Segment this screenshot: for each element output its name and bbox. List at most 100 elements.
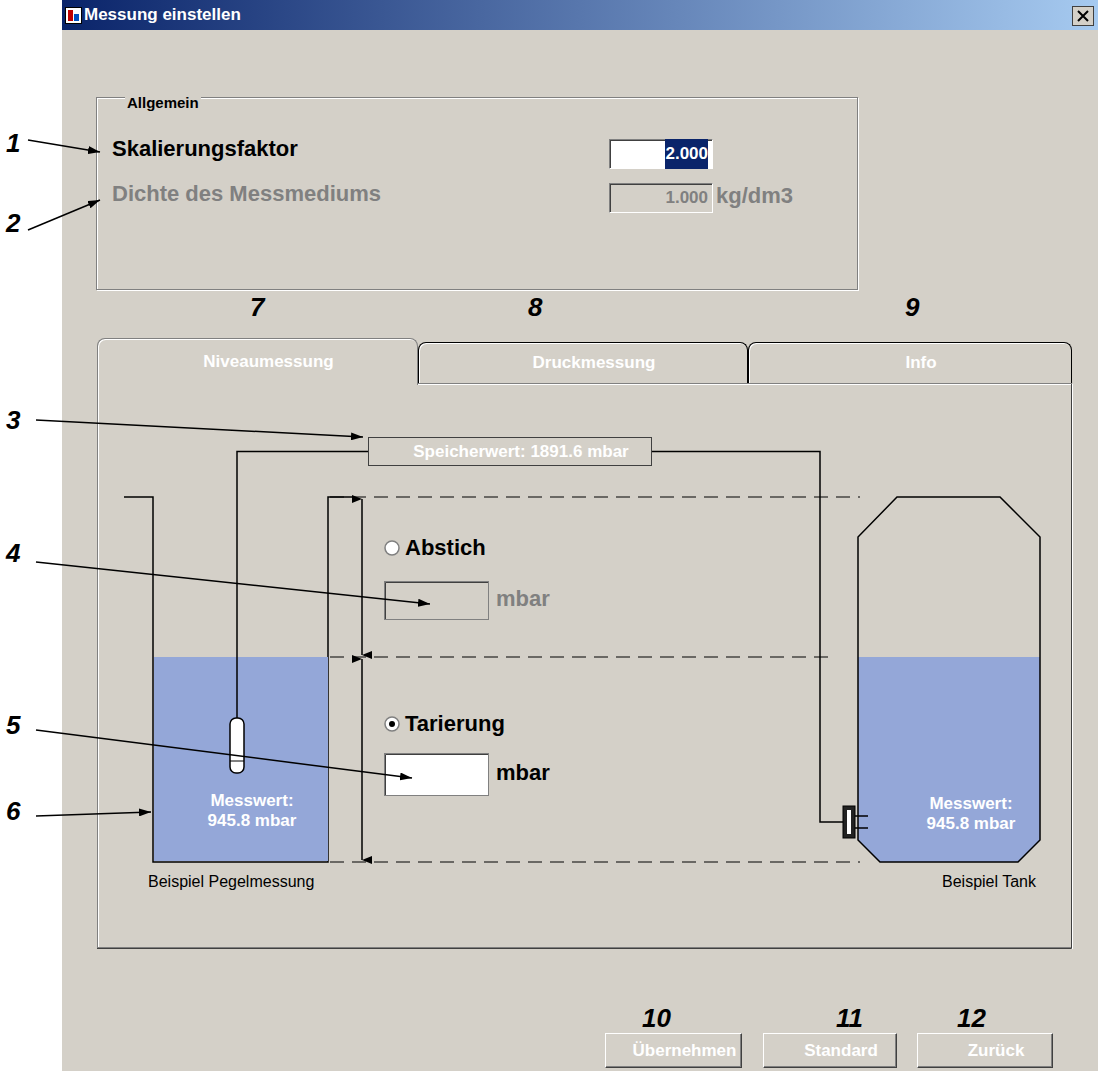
- node-text: Speicherwert: 1891.6 mbar: [413, 437, 628, 467]
- leader-line: [36, 562, 430, 604]
- tab-panel: [99, 385, 1073, 949]
- label-slot: 2: [6, 208, 20, 239]
- callout-number: 12: [957, 1003, 986, 1033]
- label-slot: Skalierungsfaktor: [112, 136, 298, 162]
- callout-number: 10: [642, 1003, 671, 1033]
- node-text: Übernehmen: [633, 1036, 737, 1066]
- node-text: Niveaumessung: [203, 347, 333, 377]
- node-text: Druckmessung: [533, 348, 656, 378]
- close-button: [1073, 7, 1094, 26]
- callout-number: 5: [6, 710, 20, 740]
- node-text: Messwert: 945.8 mbar: [921, 794, 1021, 834]
- sensor-cable: [838, 821, 843, 823]
- sensor-cable: [652, 452, 838, 823]
- probe-ring: [230, 761, 244, 762]
- node-text: Info: [905, 348, 936, 378]
- title-bar: [62, 0, 1098, 30]
- tank-vessel: Messwert: 945.8 mbar: [838, 497, 1042, 864]
- leader-line: [28, 140, 100, 152]
- radio-dot: [389, 721, 395, 727]
- label-slot: 8: [528, 292, 542, 323]
- probe-body: [230, 718, 244, 773]
- label-slot: 5: [6, 710, 20, 741]
- tab: Druckmessung: [418, 342, 748, 383]
- label-slot: 9: [905, 292, 919, 323]
- label-slot: 11: [836, 1003, 863, 1034]
- sensor-nozzle: [855, 816, 868, 828]
- dimension-arrow: [361, 659, 363, 860]
- label-slot: 12: [957, 1003, 986, 1034]
- label-slot: 10: [642, 1003, 671, 1034]
- label-slot: 4: [6, 538, 20, 569]
- radio-label: Tarierung: [405, 711, 505, 736]
- callout-number: 7: [250, 292, 264, 322]
- level-dash: [330, 497, 860, 862]
- node-text: Messwert: 945.8 mbar: [202, 791, 302, 831]
- callout-number: 4: [6, 538, 20, 568]
- unit-label: mbar: [496, 586, 550, 611]
- node-text: 2.000: [665, 139, 708, 169]
- sensor-cable: [237, 452, 368, 658]
- callout-number: 2: [6, 208, 20, 238]
- push-button: Standard: [763, 1033, 897, 1068]
- node-text: Messung einstellen: [84, 0, 241, 30]
- callout-number: 11: [836, 1003, 863, 1033]
- leader-line: [36, 812, 151, 816]
- label-slot: Beispiel Tank: [942, 873, 1036, 891]
- label-slot: 3: [6, 405, 20, 436]
- leader-line: [36, 730, 412, 778]
- radio-label: Abstich: [405, 535, 486, 560]
- unit-label: kg/dm3: [716, 183, 793, 208]
- node-text: 1.000: [665, 183, 708, 213]
- leader-line: [28, 200, 100, 230]
- disabled-input: 1.000: [609, 183, 713, 213]
- tab: Info: [748, 342, 1072, 383]
- text-input: 2.000: [609, 139, 713, 169]
- node-text: Zurück: [968, 1036, 1025, 1066]
- label-slot: Dichte des Messmediums: [112, 181, 381, 207]
- basin-water: Messwert: 945.8 mbar: [154, 657, 328, 861]
- label-slot: kg/dm3: [716, 183, 793, 209]
- label-slot: mbar: [496, 586, 550, 612]
- label-slot: 1: [6, 128, 20, 159]
- stored-value-box: Speicherwert: 1891.6 mbar: [368, 437, 652, 466]
- unit-label: mbar: [496, 760, 550, 785]
- label-slot: Abstich: [405, 535, 486, 561]
- label-slot: Beispiel Pegelmessung: [148, 873, 314, 891]
- app-icon: [66, 8, 82, 24]
- callout-number: 1: [6, 128, 20, 158]
- radio-button: [385, 717, 399, 731]
- app-icon: [74, 14, 79, 21]
- tank-outline: [858, 497, 1040, 862]
- callout-number: 8: [528, 292, 542, 322]
- caption-label: Beispiel Pegelmessung: [148, 873, 314, 890]
- node-text: Standard: [804, 1036, 878, 1066]
- callout-number: 6: [6, 796, 20, 826]
- tab-panel-shadow: [97, 384, 1072, 949]
- pressure-sensor: [843, 806, 855, 838]
- text-input: [385, 754, 489, 796]
- basin-wall: [124, 497, 352, 862]
- callout-number: 3: [6, 405, 20, 435]
- label-slot: 7: [250, 292, 264, 323]
- tank-water: [858, 657, 1040, 862]
- push-button: Zurück: [917, 1033, 1053, 1068]
- close-cross: [1078, 11, 1088, 21]
- radio-button: [385, 541, 399, 555]
- window-ground: [62, 0, 1098, 1071]
- label-slot: 6: [6, 796, 20, 827]
- app-icon: [68, 10, 73, 21]
- node-text: Allgemein: [125, 88, 201, 118]
- pressure-sensor: [847, 810, 851, 834]
- label-slot: mbar: [496, 760, 550, 786]
- callout-number: 9: [905, 292, 919, 322]
- label-slot: Tarierung: [405, 711, 505, 737]
- push-button: Übernehmen: [605, 1033, 742, 1068]
- caption-label: Beispiel Tank: [942, 873, 1036, 890]
- leader-line: [36, 420, 363, 437]
- sensor-cable: [236, 657, 238, 718]
- text-input: [386, 755, 489, 796]
- tab-active: Niveaumessung: [97, 338, 418, 385]
- field-label: Dichte des Messmediums: [112, 181, 381, 206]
- field-label: Skalierungsfaktor: [112, 136, 298, 161]
